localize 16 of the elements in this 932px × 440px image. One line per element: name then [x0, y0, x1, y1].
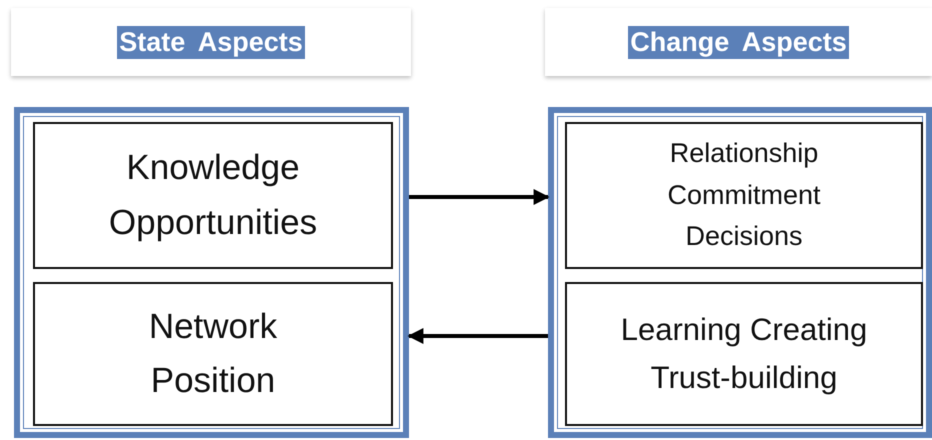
box-text: Relationship Commitment Decisions: [666, 136, 822, 254]
box-text: Network Position: [148, 306, 278, 402]
header-box: [11, 8, 411, 76]
group-frame: [548, 107, 932, 438]
process-box: [565, 282, 923, 426]
arrow: [407, 328, 548, 344]
group-frame: [14, 107, 409, 438]
box-text: Learning Creating Trust-building: [620, 310, 868, 397]
arrow: [409, 189, 550, 205]
header-box: [545, 8, 932, 76]
process-box: [565, 122, 923, 269]
process-box: [33, 122, 393, 269]
heading-text: Change Aspects: [628, 26, 849, 58]
heading-text: State Aspects: [117, 26, 305, 58]
box-text: Knowledge Opportunities: [108, 147, 318, 244]
process-box: [33, 282, 393, 426]
